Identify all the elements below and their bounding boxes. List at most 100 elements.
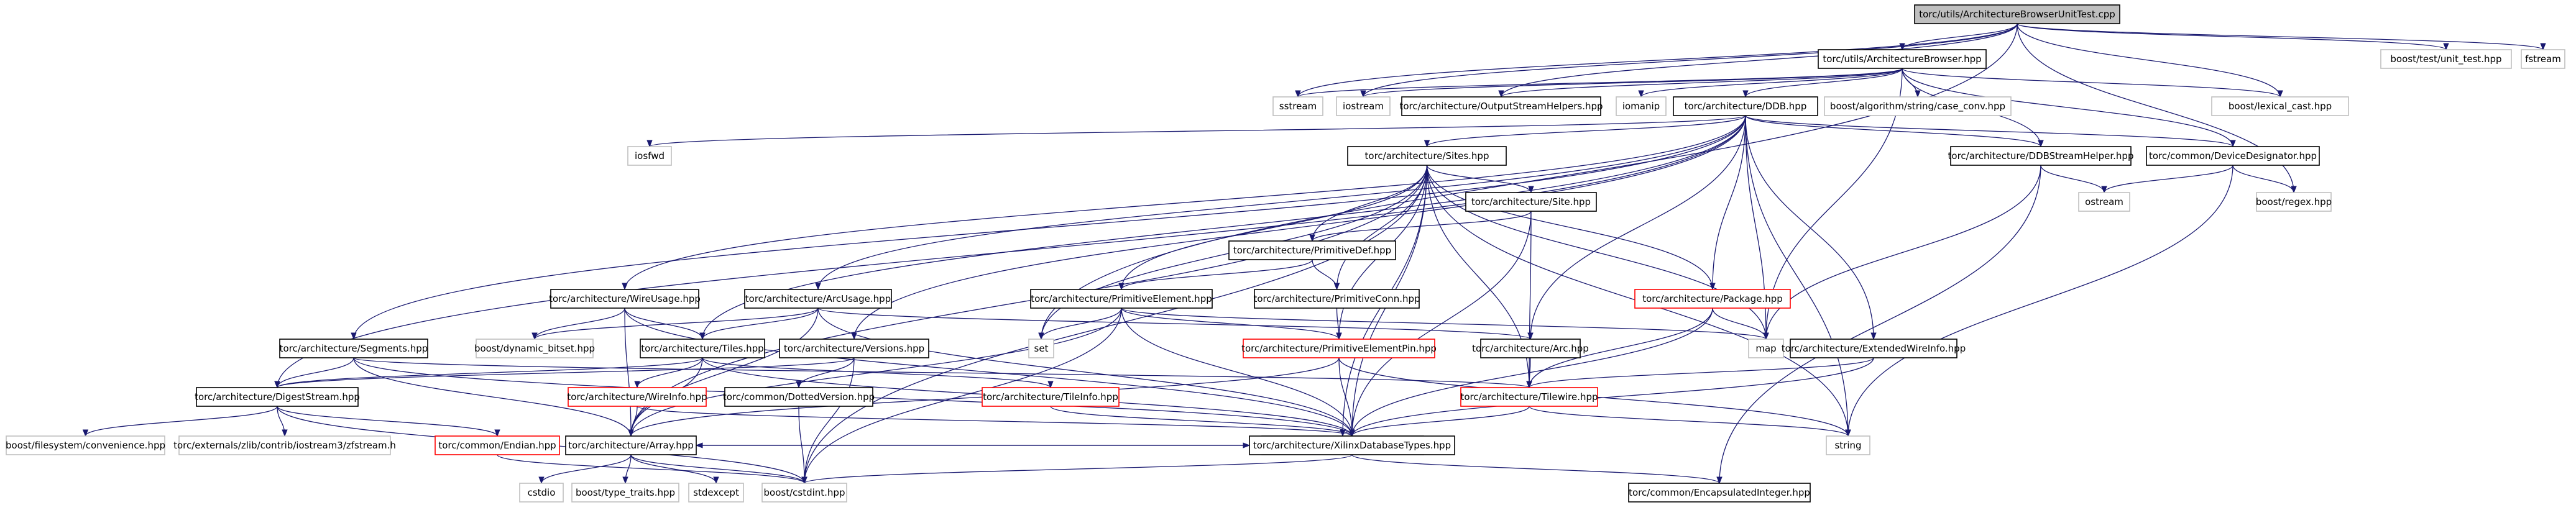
edge-browser-to-iostream — [1360, 68, 1903, 98]
edge-primdef-to-primelem — [1118, 259, 1313, 291]
edge-site-to-primdef — [1309, 211, 1532, 242]
node-osh[interactable]: torc/architecture/OutputStreamHelpers.hp… — [1399, 96, 1603, 116]
edge-browser-to-lexical_cast — [1902, 68, 2283, 98]
edge-primelempin-to-xdbtypes — [1338, 357, 1355, 437]
node-root[interactable]: torc/utils/ArchitectureBrowserUnitTest.c… — [1914, 4, 2120, 24]
node-dynbitset: boost/dynamic_bitset.hpp — [474, 339, 595, 358]
node-iosfwd-box — [627, 146, 672, 166]
node-ddbsh[interactable]: torc/architecture/DDBStreamHelper.hpp — [1948, 146, 2134, 166]
edge-sites-to-cstdint — [801, 165, 1428, 485]
edge-ddb-to-extwireinfo — [1745, 115, 1877, 340]
node-extwireinfo[interactable]: torc/architecture/ExtendedWireInfo.hpp — [1782, 339, 1966, 358]
edge-tiles-to-tileinfo — [702, 357, 1054, 389]
node-dynbitset-label: boost/dynamic_bitset.hpp — [474, 343, 595, 355]
node-encint[interactable]: torc/common/EncapsulatedInteger.hpp — [1628, 483, 1811, 503]
node-endian[interactable]: torc/common/Endian.hpp — [435, 435, 560, 455]
edge-array-to-cstdio — [538, 454, 632, 485]
edge-ddbsh-to-ostream — [2040, 165, 2107, 194]
node-tileinfo-box — [982, 387, 1120, 407]
node-ddb[interactable]: torc/architecture/DDB.hpp — [1673, 96, 1818, 116]
node-stdexcept-box — [688, 483, 744, 503]
node-wireusage[interactable]: torc/architecture/WireUsage.hpp — [549, 289, 701, 309]
node-dynbitset-box — [476, 339, 594, 358]
edge-browser-to-devdes — [1902, 68, 2236, 148]
edge-arcusage-to-tiles — [699, 307, 819, 340]
edge-tiles-to-wireinfo — [634, 357, 703, 389]
node-array-box — [565, 435, 697, 455]
node-dotver-label: torc/common/DottedVersion.hpp — [723, 391, 875, 403]
node-stdexcept-label: stdexcept — [693, 487, 739, 498]
node-primelem-label: torc/architecture/PrimitiveElement.hpp — [1031, 293, 1212, 304]
edge-ddb-to-iosfwd — [647, 115, 1746, 148]
node-unit_test-label: boost/test/unit_test.hpp — [2390, 53, 2501, 65]
edge-arcusage-to-xdbtypes — [817, 307, 1355, 437]
node-extwireinfo-box — [1790, 339, 1957, 358]
dependency-edges — [82, 23, 2546, 485]
node-arcusage[interactable]: torc/architecture/ArcUsage.hpp — [744, 289, 892, 309]
node-segments[interactable]: torc/architecture/Segments.hpp — [279, 339, 428, 358]
node-tileinfo-label: torc/architecture/TileInfo.hpp — [983, 391, 1118, 403]
node-fsconv-box — [6, 435, 165, 455]
node-versions[interactable]: torc/architecture/Versions.hpp — [779, 339, 929, 358]
node-wireinfo[interactable]: torc/architecture/WireInfo.hpp — [567, 387, 707, 407]
node-fstream: fstream — [2521, 49, 2565, 69]
node-wireusage-label: torc/architecture/WireUsage.hpp — [549, 293, 701, 304]
node-ddb-box — [1673, 96, 1818, 116]
edge-browser-to-osh — [1498, 68, 1903, 98]
node-devdes[interactable]: torc/common/DeviceDesignator.hpp — [2146, 146, 2320, 166]
node-primconn[interactable]: torc/architecture/PrimitiveConn.hpp — [1253, 289, 1420, 309]
edge-tiles-to-digest — [274, 357, 703, 389]
node-xdbtypes-label: torc/architecture/XilinxDatabaseTypes.hp… — [1253, 440, 1451, 451]
node-xdbtypes[interactable]: torc/architecture/XilinxDatabaseTypes.hp… — [1249, 435, 1455, 455]
node-tilewire[interactable]: torc/architecture/Tilewire.hpp — [1460, 387, 1598, 407]
edge-devdes-to-string — [1845, 165, 2233, 437]
node-primelempin[interactable]: torc/architecture/PrimitiveElementPin.hp… — [1241, 339, 1437, 358]
edge-package-to-xdbtypes — [1349, 307, 1713, 437]
node-array[interactable]: torc/architecture/Array.hpp — [565, 435, 697, 455]
node-dotver[interactable]: torc/common/DottedVersion.hpp — [723, 387, 875, 407]
edge-tilewire-to-xdbtypes — [1349, 406, 1530, 437]
node-string: string — [1826, 435, 1870, 455]
edge-endian-to-cstdint — [497, 454, 807, 485]
edge-root-to-osh — [1498, 23, 2018, 98]
edge-ddb-to-segments — [351, 115, 1746, 340]
node-site[interactable]: torc/architecture/Site.hpp — [1465, 192, 1597, 212]
node-zfstream: torc/externals/zlib/contrib/iostream3/zf… — [173, 435, 396, 455]
node-primdef-box — [1228, 240, 1396, 260]
node-map-label: map — [1755, 343, 1776, 354]
node-iomanip-box — [1616, 96, 1667, 116]
node-primelempin-label: torc/architecture/PrimitiveElementPin.hp… — [1241, 343, 1437, 354]
node-iostream-box — [1336, 96, 1391, 116]
node-endian-box — [435, 435, 560, 455]
node-tiles[interactable]: torc/architecture/Tiles.hpp — [640, 339, 765, 358]
node-versions-label: torc/architecture/Versions.hpp — [784, 343, 924, 354]
node-arc[interactable]: torc/architecture/Arc.hpp — [1472, 339, 1589, 358]
node-browser[interactable]: torc/utils/ArchitectureBrowser.hpp — [1818, 49, 1987, 69]
node-cstdio-box — [519, 483, 564, 503]
node-string-box — [1826, 435, 1870, 455]
edge-root-to-browser — [1899, 23, 2018, 51]
node-sites-box — [1347, 146, 1507, 166]
node-sstream-box — [1272, 96, 1323, 116]
node-sites[interactable]: torc/architecture/Sites.hpp — [1347, 146, 1507, 166]
node-package[interactable]: torc/architecture/Package.hpp — [1634, 289, 1791, 309]
node-primelem[interactable]: torc/architecture/PrimitiveElement.hpp — [1030, 289, 1213, 309]
edge-xdbtypes-to-cstdint — [801, 454, 1353, 485]
node-versions-box — [779, 339, 929, 358]
node-typetraits-label: boost/type_traits.hpp — [576, 487, 675, 499]
edge-browser-to-ddb — [1742, 68, 1903, 98]
edge-sites-to-site — [1426, 165, 1534, 194]
node-digest[interactable]: torc/architecture/DigestStream.hpp — [195, 387, 360, 407]
node-tilewire-label: torc/architecture/Tilewire.hpp — [1460, 391, 1598, 403]
node-digest-box — [196, 387, 359, 407]
node-tileinfo[interactable]: torc/architecture/TileInfo.hpp — [982, 387, 1120, 407]
node-primdef[interactable]: torc/architecture/PrimitiveDef.hpp — [1228, 240, 1396, 260]
edge-versions-to-dotver — [796, 357, 855, 389]
edge-dotver-to-cstdint — [798, 406, 807, 485]
node-xdbtypes-box — [1249, 435, 1455, 455]
node-arcusage-label: torc/architecture/ArcUsage.hpp — [745, 293, 891, 304]
node-ostream: ostream — [2078, 192, 2130, 212]
node-encint-box — [1628, 483, 1811, 503]
node-encint-label: torc/common/EncapsulatedInteger.hpp — [1629, 487, 1810, 498]
